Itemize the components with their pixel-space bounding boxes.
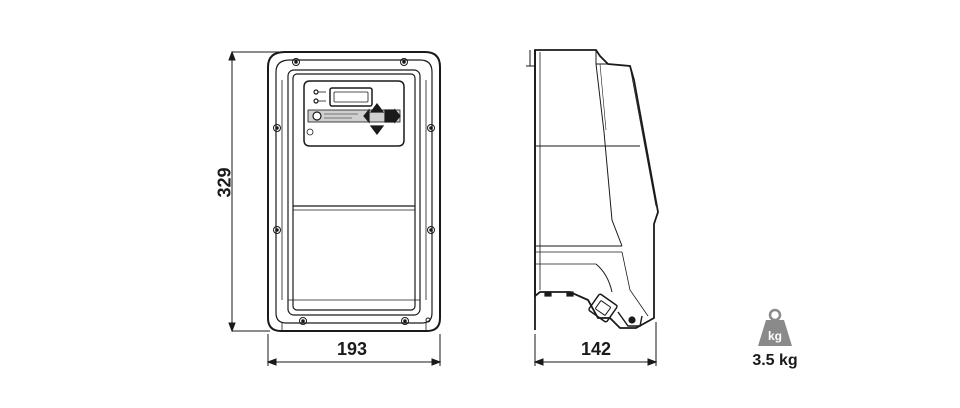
front-width-dimension-label: 193 xyxy=(336,339,368,359)
side-depth-dimension-line xyxy=(533,322,658,366)
front-screws xyxy=(273,58,435,325)
front-inner-housing xyxy=(275,59,433,324)
side-depth-dimension-label: 142 xyxy=(580,339,612,359)
led-indicator-2 xyxy=(313,98,319,104)
screw xyxy=(401,317,409,325)
left-arrow-icon xyxy=(363,108,370,124)
screw xyxy=(400,58,408,66)
power-button xyxy=(312,111,322,121)
brand-logo-icon xyxy=(306,128,314,136)
front-view xyxy=(267,51,441,332)
weight-icon-label: kg xyxy=(768,329,782,343)
screw xyxy=(273,226,281,234)
side-mount-dimension-ticks xyxy=(526,50,534,67)
control-panel xyxy=(303,80,405,147)
front-outer-housing xyxy=(267,51,441,332)
control-panel-frame xyxy=(303,80,405,147)
screw xyxy=(427,226,435,234)
screw xyxy=(292,58,300,66)
weight-icon: kg xyxy=(758,308,792,346)
front-width-dimension-line xyxy=(266,334,442,366)
cable-gland xyxy=(588,293,643,327)
side-body-outline xyxy=(534,49,659,329)
side-view xyxy=(534,49,659,330)
ok-button xyxy=(384,109,396,123)
up-arrow-icon xyxy=(369,103,385,113)
down-arrow-icon xyxy=(369,125,385,135)
display-screen xyxy=(329,87,373,107)
screw xyxy=(273,124,281,132)
height-dimension-label: 329 xyxy=(214,167,235,198)
led-indicator-1 xyxy=(313,89,319,95)
front-cover xyxy=(287,69,421,316)
height-dimension-line xyxy=(228,50,284,333)
screw xyxy=(299,317,307,325)
weight-value-label: 3.5 kg xyxy=(752,352,798,369)
front-cover-inner xyxy=(292,73,416,311)
screw xyxy=(427,124,435,132)
right-arrow-icon xyxy=(394,108,401,124)
